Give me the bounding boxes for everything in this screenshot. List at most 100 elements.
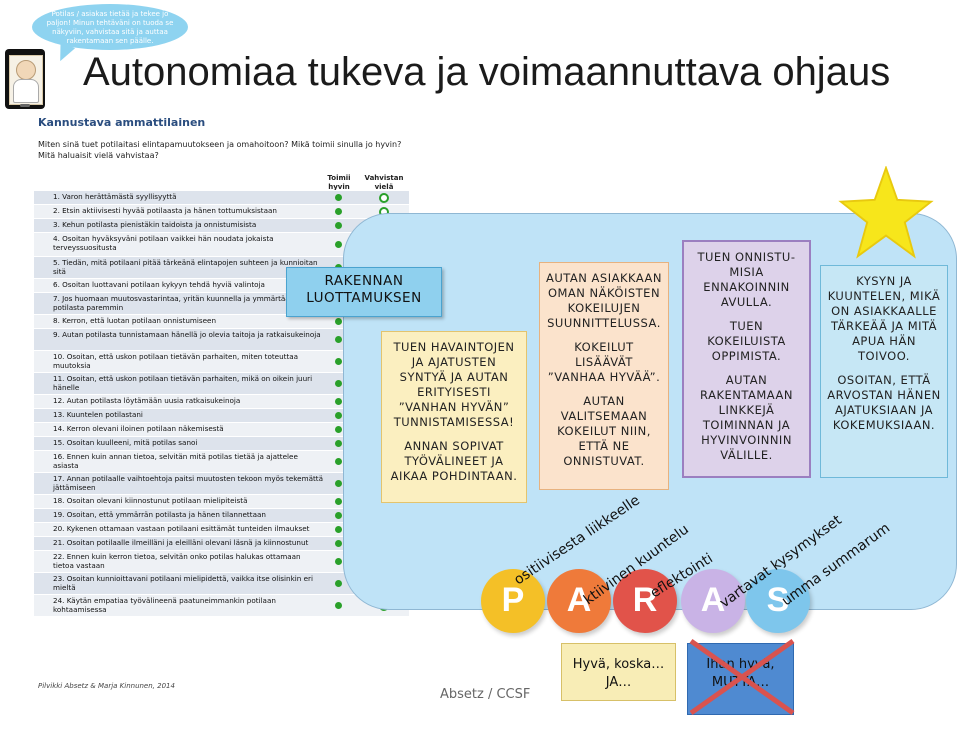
checklist-row: 19. Osoitan, että ymmärrän potilasta ja … <box>34 508 409 522</box>
works-dot[interactable] <box>335 208 342 215</box>
build-trust-box: RAKENNAN LUOTTAMUKSEN <box>286 267 442 317</box>
checklist-row-text: 23. Osoitan kunnioittavani potilaani mie… <box>53 574 313 592</box>
good-phrase-note: Hyvä, koska… JA… <box>561 643 676 701</box>
checklist-row: 10. Osoitan, että uskon potilaan tietävä… <box>34 350 409 372</box>
checklist-row: 18. Osoitan olevani kiinnostunut potilaa… <box>34 494 409 508</box>
box1-text-1: TUEN HAVAINTOJEN JA AJATUSTEN SYNTYÄ JA … <box>393 340 515 429</box>
step-success-box: TUEN ONNISTU-MISIA ENNAKOINNIN AVULLA. T… <box>682 240 811 478</box>
checklist-row: 2. Etsin aktiivisesti hyvää potilaasta j… <box>34 204 409 218</box>
checklist-row-text: 18. Osoitan olevani kiinnostunut potilaa… <box>53 496 248 505</box>
paras-circle-s: S <box>746 569 810 633</box>
checklist-row: 21. Osoitan potilaalle ilmeilläni ja ele… <box>34 536 409 550</box>
works-dot[interactable] <box>335 336 342 343</box>
checklist-row-text: 8. Kerron, että luotan potilaan onnistum… <box>53 316 217 325</box>
works-dot[interactable] <box>335 440 342 447</box>
works-dot[interactable] <box>335 512 342 519</box>
step-observations-box: TUEN HAVAINTOJEN JA AJATUSTEN SYNTYÄ JA … <box>381 331 527 503</box>
checklist-row: 20. Kykenen ottamaan vastaan potilaani e… <box>34 522 409 536</box>
cross-out-icon <box>689 638 795 716</box>
checklist-row: 1. Varon herättämästä syyllisyyttä <box>34 190 409 204</box>
works-dot[interactable] <box>335 318 342 325</box>
checklist-row: 15. Osoitan kuulleeni, mitä potilas sano… <box>34 436 409 450</box>
box2-text-3: AUTAN VALITSEMAAN KOKEILUT NIIN, ETTÄ NE… <box>557 394 651 468</box>
checklist-row-text: 6. Osoitan luottavani potilaan kykyyn te… <box>53 280 265 289</box>
checklist-row: 3. Kehun potilasta pienistäkin taidoista… <box>34 218 409 232</box>
speech-bubble: Potilas / asiakas tietää ja tekee jo pal… <box>32 4 188 50</box>
page-title: Autonomiaa tukeva ja voimaannuttava ohja… <box>83 50 891 94</box>
checklist-row-text: 13. Kuuntelen potilastani <box>53 410 143 419</box>
checklist-row-text: 19. Osoitan, että ymmärrän potilasta ja … <box>53 510 266 519</box>
works-dot[interactable] <box>335 358 342 365</box>
checklist-row: 9. Autan potilasta tunnistamaan hänellä … <box>34 328 409 350</box>
step-listening-box: KYSYN JA KUUNTELEN, MIKÄ ON ASIAKKAALLE … <box>820 265 948 478</box>
works-dot[interactable] <box>335 222 342 229</box>
works-dot[interactable] <box>335 241 342 248</box>
checklist-row-text: 15. Osoitan kuulleeni, mitä potilas sano… <box>53 438 198 447</box>
checklist-row: 16. Ennen kuin annan tietoa, selvitän mi… <box>34 450 409 472</box>
doc-question: Miten sinä tuet potilaitasi elintapamuut… <box>38 140 402 160</box>
checklist-row: 23. Osoitan kunnioittavani potilaani mie… <box>34 572 409 594</box>
paras-circle-p: P <box>481 569 545 633</box>
paras-words: ositiivisesta liikkeelle ktiivinen kuunt… <box>511 492 893 611</box>
checklist-row-text: 5. Tiedän, mitä potilaani pitää tärkeänä… <box>53 258 318 276</box>
checklist-row-text: 10. Osoitan, että uskon potilaan tietävä… <box>53 352 299 370</box>
checklist-row-text: 22. Ennen kuin kerron tietoa, selvitän o… <box>53 552 301 570</box>
checklist-row-text: 20. Kykenen ottamaan vastaan potilaani e… <box>53 524 310 533</box>
phone-home-button <box>20 104 30 107</box>
checklist-row-text: 1. Varon herättämästä syyllisyyttä <box>53 192 177 201</box>
box3-text-3: AUTAN RAKENTAMAAN LINKKEJÄ TOIMINNAN JA … <box>700 373 793 462</box>
box4-text-1: KYSYN JA KUUNTELEN, MIKÄ ON ASIAKKAALLE … <box>827 274 941 363</box>
checklist-row: 11. Osoitan, että uskon potilaan tietävä… <box>34 372 409 394</box>
paras-word-s: umma summarum <box>779 520 893 609</box>
checklist-row: 8. Kerron, että luotan potilaan onnistum… <box>34 314 409 328</box>
works-dot[interactable] <box>335 580 342 587</box>
credit-text: Absetz / CCSF <box>440 687 531 702</box>
doc-heading: Kannustava ammattilainen <box>38 116 206 129</box>
col-head-strengthen: Vahvistan vielä <box>364 174 404 191</box>
paras-circle-a2: A <box>681 569 745 633</box>
paras-circle-r: R <box>613 569 677 633</box>
checklist-row-text: 2. Etsin aktiivisesti hyvää potilaasta j… <box>53 206 277 215</box>
checklist-row-text: 14. Kerron olevani iloinen potilaan näke… <box>53 424 224 433</box>
box3-text-1: TUEN ONNISTU-MISIA ENNAKOINNIN AVULLA. <box>697 250 796 309</box>
works-dot[interactable] <box>335 380 342 387</box>
checklist-row: 13. Kuuntelen potilastani <box>34 408 409 422</box>
works-dot[interactable] <box>335 398 342 405</box>
checklist-row-text: 24. Käytän empatiaa työvälineenä paatune… <box>53 596 276 614</box>
works-dot[interactable] <box>335 526 342 533</box>
checklist-row-text: 4. Osoitan hyväksyväni potilaan vaikkei … <box>53 234 274 252</box>
paras-circle-a1: A <box>547 569 611 633</box>
step-experiments-box: AUTAN ASIAKKAAN OMAN NÄKÖISTEN KOKEILUJE… <box>539 262 669 490</box>
checklist-row: 17. Annan potilaalle vaihtoehtoja paitsi… <box>34 472 409 494</box>
works-dot[interactable] <box>335 540 342 547</box>
checklist-row: 22. Ennen kuin kerron tietoa, selvitän o… <box>34 550 409 572</box>
strengthen-ring[interactable] <box>379 193 389 203</box>
works-dot[interactable] <box>335 458 342 465</box>
doctor-coat-icon <box>13 79 39 103</box>
checklist-row-text: 9. Autan potilasta tunnistamaan hänellä … <box>53 330 321 339</box>
checklist-row-text: 7. Jos huomaan muutosvastarintaa, yritän… <box>53 294 290 312</box>
works-dot[interactable] <box>335 498 342 505</box>
works-dot[interactable] <box>335 602 342 609</box>
works-dot[interactable] <box>335 426 342 433</box>
checklist-row: 14. Kerron olevani iloinen potilaan näke… <box>34 422 409 436</box>
box2-text-2: KOKEILUT LISÄÄVÄT ”VANHAA HYVÄÄ”. <box>547 340 661 384</box>
works-dot[interactable] <box>335 412 342 419</box>
box2-text-1: AUTAN ASIAKKAAN OMAN NÄKÖISTEN KOKEILUJE… <box>546 271 663 330</box>
checklist-row-text: 16. Ennen kuin annan tietoa, selvitän mi… <box>53 452 298 470</box>
checklist-row-text: 12. Autan potilasta löytämään uusia ratk… <box>53 396 241 405</box>
checklist-row: 12. Autan potilasta löytämään uusia ratk… <box>34 394 409 408</box>
star-icon <box>838 166 934 259</box>
doc-footer: Pilvikki Absetz & Marja Kinnunen, 2014 <box>38 682 175 690</box>
checklist-row-text: 21. Osoitan potilaalle ilmeilläni ja ele… <box>53 538 309 547</box>
box3-text-2: TUEN KOKEILUISTA OPPIMISTA. <box>707 319 786 363</box>
works-dot[interactable] <box>335 480 342 487</box>
works-dot[interactable] <box>335 558 342 565</box>
works-dot[interactable] <box>335 194 342 201</box>
box4-text-2: OSOITAN, ETTÄ ARVOSTAN HÄNEN AJATUKSIAAN… <box>827 373 941 432</box>
checklist-row-text: 3. Kehun potilasta pienistäkin taidoista… <box>53 220 257 229</box>
checklist-row-text: 11. Osoitan, että uskon potilaan tietävä… <box>53 374 313 392</box>
col-head-works: Toimii hyvin <box>327 174 351 191</box>
checklist-row: 24. Käytän empatiaa työvälineenä paatune… <box>34 594 409 616</box>
doctor-face-icon <box>16 60 36 80</box>
